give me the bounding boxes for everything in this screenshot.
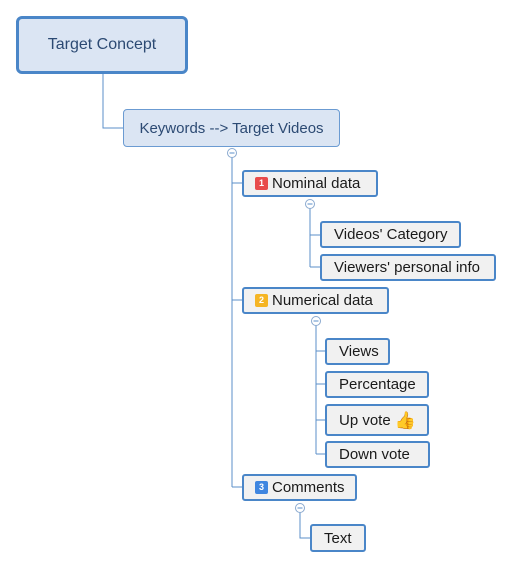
priority-2-badge: 2 <box>255 294 268 307</box>
leaf-label: Viewers' personal info <box>334 259 481 276</box>
category-label: Comments <box>272 479 345 496</box>
category-nominal-data[interactable]: 1 Nominal data <box>242 170 378 197</box>
priority-1-badge: 1 <box>255 177 268 190</box>
category-comments[interactable]: 3 Comments <box>242 474 357 501</box>
leaf-label: Percentage <box>339 376 416 393</box>
leaf-label: Down vote <box>339 446 410 463</box>
collapse-toggle-numerical[interactable] <box>311 316 321 326</box>
leaf-text[interactable]: Text <box>310 524 366 552</box>
priority-3-badge: 3 <box>255 481 268 494</box>
topic-label: Keywords --> Target Videos <box>139 119 324 137</box>
category-numerical-data[interactable]: 2 Numerical data <box>242 287 389 314</box>
leaf-label: Videos' Category <box>334 226 448 243</box>
topic-keywords-to-videos[interactable]: Keywords --> Target Videos <box>123 109 340 147</box>
collapse-toggle-level1[interactable] <box>227 148 237 158</box>
root-node-label: Target Concept <box>47 36 157 53</box>
category-label: Nominal data <box>272 175 361 192</box>
collapse-toggle-comments[interactable] <box>295 503 305 513</box>
category-label: Numerical data <box>272 292 373 309</box>
leaf-up-vote[interactable]: Up vote 👍 <box>325 404 429 436</box>
thumbs-up-icon: 👍 <box>394 410 416 430</box>
leaf-down-vote[interactable]: Down vote <box>325 441 430 468</box>
leaf-label: Views <box>339 343 379 360</box>
leaf-viewers-personal-info[interactable]: Viewers' personal info <box>320 254 496 281</box>
leaf-label: Up vote <box>339 411 391 429</box>
leaf-videos-category[interactable]: Videos' Category <box>320 221 461 248</box>
root-node[interactable]: Target Concept <box>16 16 188 74</box>
collapse-toggle-nominal[interactable] <box>305 199 315 209</box>
leaf-label: Text <box>324 529 352 547</box>
leaf-views[interactable]: Views <box>325 338 390 365</box>
leaf-percentage[interactable]: Percentage <box>325 371 429 398</box>
